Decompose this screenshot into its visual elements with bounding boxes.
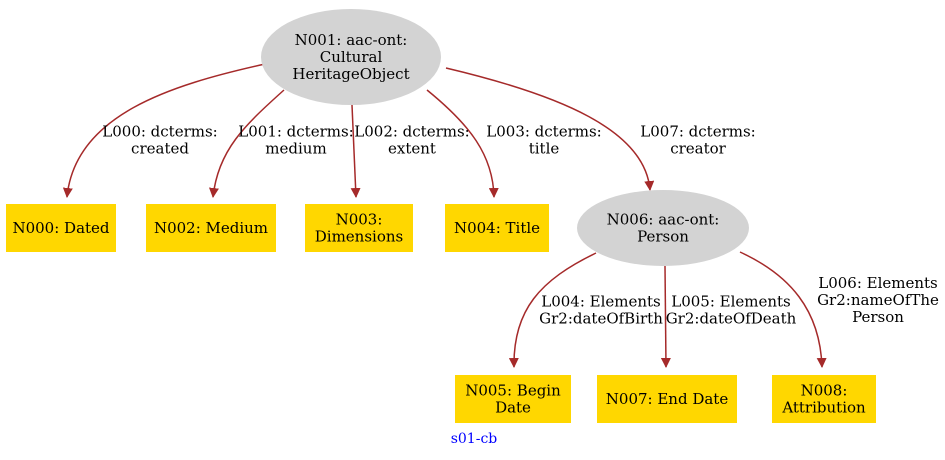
edge-l003 (426, 89, 499, 198)
edge-label-line: medium (265, 140, 326, 158)
edge-label-line: L004: Elements (541, 293, 661, 311)
edge-label-line: L001: dcterms: (238, 123, 353, 141)
edge-label-l001: L001: dcterms:medium (238, 123, 353, 158)
nodes-layer: N001: aac-ont:CulturalHeritageObjectN000… (6, 9, 876, 423)
edges-layer (62, 63, 827, 368)
node-label-line: Cultural (320, 48, 383, 66)
literal-node-shape (6, 204, 116, 252)
edge-l000 (62, 63, 266, 198)
edge-label-line: extent (388, 140, 436, 158)
edge-label-line: creator (670, 140, 726, 158)
node-n006: N006: aac-ont:Person (577, 190, 749, 266)
edge-labels-layer: L000: dcterms:created L001: dcterms:mediu… (102, 123, 939, 328)
edge-label-l000: L000: dcterms:created (102, 123, 217, 158)
node-n004: N004: Title (445, 204, 549, 252)
node-label-line: Person (637, 228, 689, 246)
node-n007: N007: End Date (597, 375, 737, 423)
node-label-line: Dimensions (315, 228, 403, 246)
node-label-line: N005: Begin (465, 382, 561, 400)
edge-l001 (208, 89, 285, 198)
edge-label-line: created (131, 140, 189, 158)
node-label-line: N002: Medium (154, 219, 268, 237)
edge-label-line: Gr2:dateOfBirth (539, 310, 663, 328)
node-n008: N008:Attribution (772, 375, 876, 423)
edge-label-line: title (529, 140, 560, 158)
edge-label-l002: L002: dcterms:extent (354, 123, 469, 158)
edge-label-line: Person (852, 308, 904, 326)
class-node-shape (261, 9, 441, 105)
edge-l004 (508, 252, 597, 368)
node-label-line: N006: aac-ont: (607, 211, 720, 229)
node-n003: N003:Dimensions (305, 204, 413, 252)
node-label-line: N001: aac-ont: (295, 31, 408, 49)
edge-label-l007: L007: dcterms:creator (640, 123, 755, 158)
edge-l005 (660, 265, 671, 368)
edge-l006 (739, 251, 827, 368)
class-node-shape (577, 190, 749, 266)
edge-label-line: Gr2:dateOfDeath (666, 310, 797, 328)
edge-label-line: L000: dcterms: (102, 123, 217, 141)
literal-node-shape (597, 375, 737, 423)
edge-label-line: Gr2:nameOfThe (817, 291, 939, 309)
literal-node-shape (445, 204, 549, 252)
node-n000: N000: Dated (6, 204, 116, 252)
node-label-line: N008: (801, 382, 848, 400)
node-label-line: N004: Title (454, 219, 540, 237)
literal-node-shape (455, 375, 571, 423)
edge-label-line: L006: Elements (818, 274, 938, 292)
node-label-line: HeritageObject (292, 65, 409, 83)
literal-node-shape (772, 375, 876, 423)
edge-label-line: L002: dcterms: (354, 123, 469, 141)
literal-node-shape (305, 204, 413, 252)
edge-label-line: L005: Elements (671, 293, 791, 311)
node-label-line: N007: End Date (606, 390, 729, 408)
edge-l002 (350, 104, 361, 198)
node-label-line: N003: (336, 211, 383, 229)
literal-node-shape (146, 204, 276, 252)
node-label-line: Attribution (781, 399, 866, 417)
node-label-line: Date (495, 399, 531, 417)
node-label-line: N000: Dated (12, 219, 109, 237)
edge-label-line: L003: dcterms: (486, 123, 601, 141)
node-n002: N002: Medium (146, 204, 276, 252)
edge-l007 (445, 67, 655, 191)
diagram-caption: s01-cb (451, 431, 498, 447)
edge-label-line: L007: dcterms: (640, 123, 755, 141)
edge-label-l003: L003: dcterms:title (486, 123, 601, 158)
